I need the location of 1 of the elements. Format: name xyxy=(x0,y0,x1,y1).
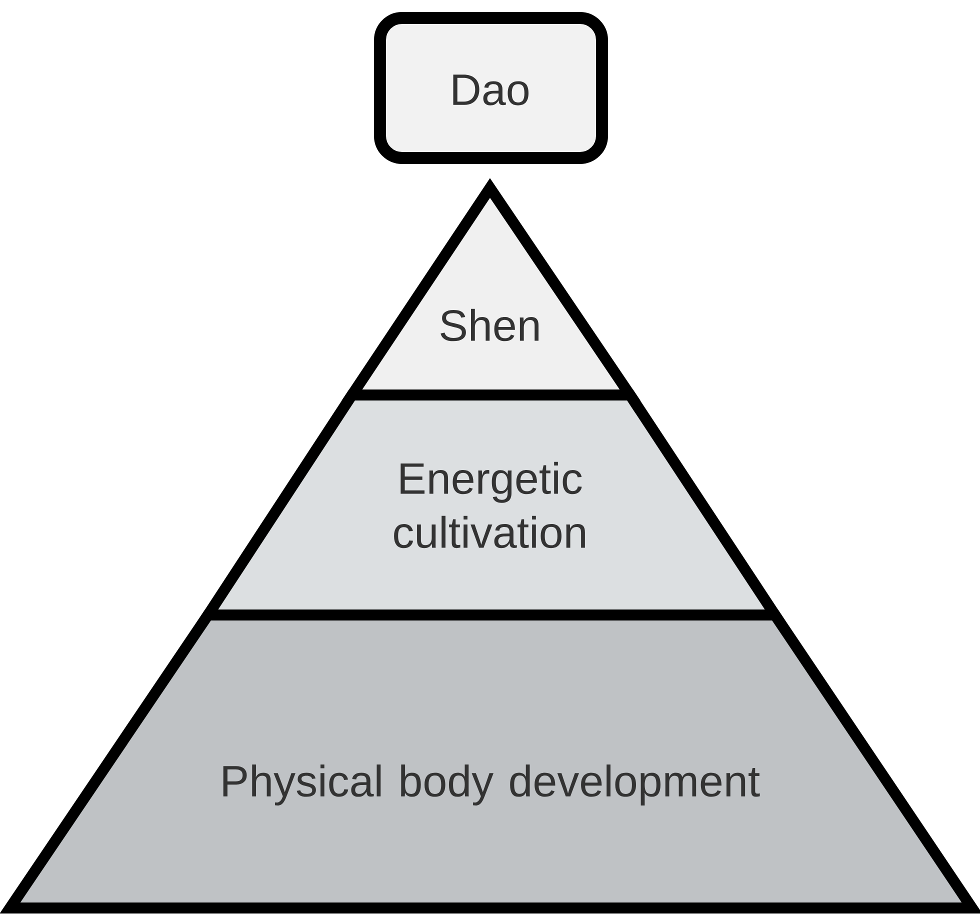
text-box: Dao xyxy=(374,12,608,164)
